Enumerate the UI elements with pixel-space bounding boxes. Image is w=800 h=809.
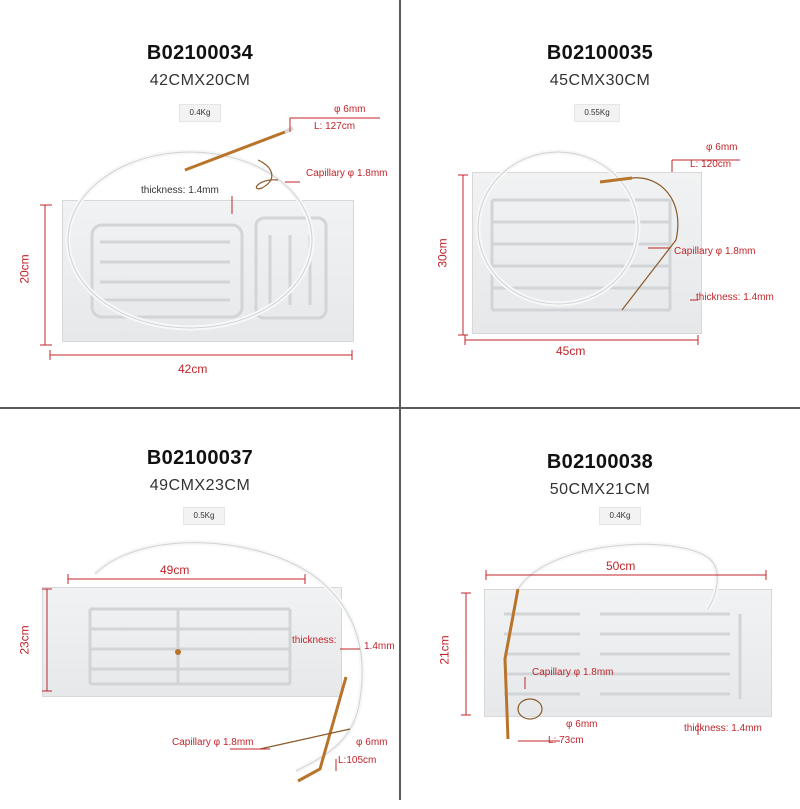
width-dimension: 42cm bbox=[178, 362, 208, 376]
tube-length-label: L: 127cm bbox=[314, 121, 356, 132]
thickness-label: thickness: 1.4mm bbox=[684, 723, 762, 734]
capillary-label: Capillary φ 1.8mm bbox=[306, 168, 388, 179]
product-weight: 0.4Kg bbox=[599, 507, 641, 525]
tube-diameter-label: φ 6mm bbox=[356, 737, 388, 748]
height-dimension: 30cm bbox=[435, 238, 450, 268]
height-dimension: 23cm bbox=[17, 625, 32, 655]
thickness-label: thickness: 1.4mm bbox=[696, 292, 774, 303]
product-weight: 0.4Kg bbox=[179, 104, 221, 122]
product-code: B02100037 bbox=[146, 447, 254, 469]
product-panel-1: B02100034 42CMX20CM 0.4Kg φ 6mm L: 127cm… bbox=[0, 0, 400, 400]
height-dimension: 21cm bbox=[437, 635, 452, 665]
tube-diameter-label: φ 6mm bbox=[334, 104, 366, 115]
width-dimension: 45cm bbox=[556, 344, 586, 358]
thickness-label: thickness: bbox=[292, 635, 337, 646]
product-size: 50CMX21CM bbox=[549, 481, 651, 498]
evaporator-drawing bbox=[40, 117, 380, 360]
thickness-label: thickness: 1.4mm bbox=[141, 185, 219, 196]
capillary-label: Capillary φ 1.8mm bbox=[532, 667, 614, 678]
product-size: 49CMX23CM bbox=[149, 477, 251, 494]
evaporator-drawing bbox=[42, 540, 365, 783]
width-dimension: 49cm bbox=[160, 563, 190, 577]
evaporator-drawing bbox=[461, 541, 767, 742]
product-code: B02100035 bbox=[546, 42, 654, 64]
capillary-label: Capillary φ 1.8mm bbox=[172, 737, 254, 748]
tube-length-label: L:105cm bbox=[338, 755, 377, 766]
capillary-label: Capillary φ 1.8mm bbox=[674, 246, 756, 257]
horizontal-divider bbox=[0, 407, 800, 409]
thickness-value: 1.4mm bbox=[364, 641, 395, 652]
product-code: B02100038 bbox=[546, 451, 654, 473]
vertical-divider bbox=[399, 0, 401, 800]
tube-length-label: L: 120cm bbox=[690, 159, 732, 170]
product-panel-4: B02100038 50CMX21CM 0.4Kg 50cm 21cm Capi… bbox=[400, 409, 800, 809]
tube-diameter-label: φ 6mm bbox=[706, 142, 738, 153]
product-size: 45CMX30CM bbox=[549, 72, 651, 89]
product-panel-2: B02100035 45CMX30CM 0.55Kg φ 6mm L: 120c… bbox=[400, 0, 800, 400]
product-panel-3: B02100037 49CMX23CM 0.5Kg 49cm 23cm thic… bbox=[0, 409, 400, 809]
tube-diameter-label: φ 6mm bbox=[566, 719, 598, 730]
height-dimension: 20cm bbox=[17, 254, 32, 284]
product-size: 42CMX20CM bbox=[149, 72, 251, 89]
product-weight: 0.55Kg bbox=[574, 104, 620, 122]
tube-length-label: L: 73cm bbox=[548, 735, 584, 746]
evaporator-drawing bbox=[458, 149, 740, 345]
evaporator-plate bbox=[42, 587, 342, 697]
product-weight: 0.5Kg bbox=[183, 507, 225, 525]
product-code: B02100034 bbox=[146, 42, 254, 64]
width-dimension: 50cm bbox=[606, 559, 636, 573]
